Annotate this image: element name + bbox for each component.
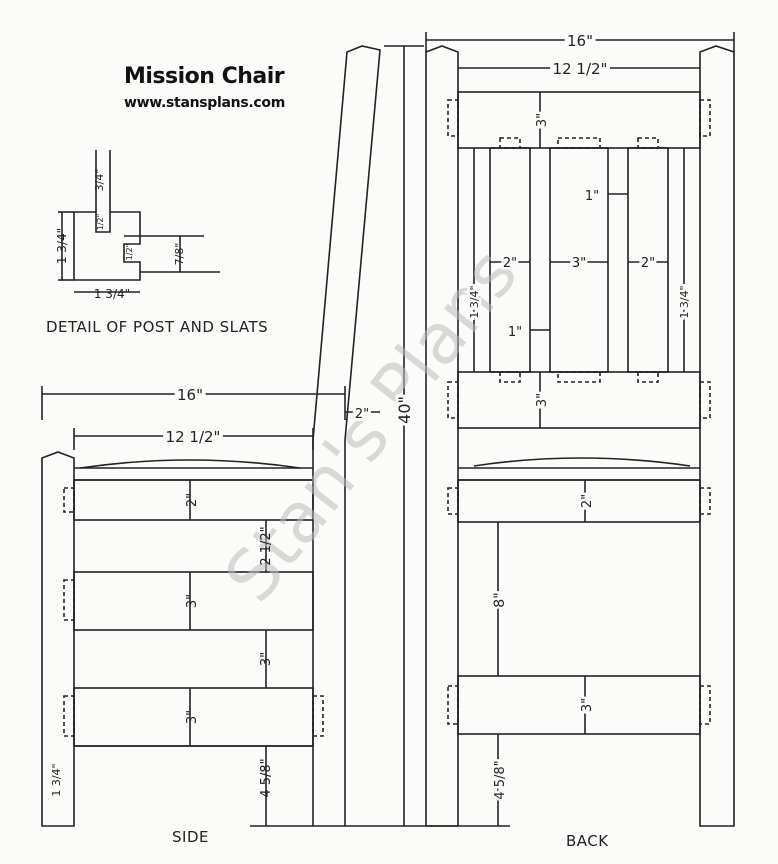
side-rail-low: 3" [185,710,200,724]
side-rail-mid: 3" [185,594,200,608]
back-top-rail: 3" [535,113,550,127]
back-slat-outer-left: 2" [503,256,517,271]
back-slat-spacing: 1" [585,189,599,204]
detail-caption: DETAIL OF POST AND SLATS [46,318,269,336]
side-gap-2: 3" [259,652,274,666]
detail-dim-label: 1 3/4" [55,228,69,264]
page-title: Mission Chair [124,64,285,89]
detail-dim-label: 7/8" [173,243,186,266]
side-back-offset: 2" [355,407,369,422]
detail-dim-label: 1 3/4" [94,287,130,301]
detail-dim-label: 1/2" [96,214,105,231]
back-seat-rail: 2" [580,494,595,508]
back-slat-center: 3" [572,256,586,271]
back-gap-low: 1" [508,325,522,340]
side-overall-width: 16" [177,386,203,404]
back-caption: BACK [566,832,609,850]
detail-dim-label: 3/4" [93,169,106,192]
back-lower-rail: 3" [580,698,595,712]
back-slat-outer-right: 2" [641,256,655,271]
back-leg-bottom: 4 5/8" [493,760,508,799]
side-seat-width: 12 1/2" [166,428,221,446]
back-overall-width: 16" [567,32,593,50]
side-leg-bottom: 4 5/8" [259,758,274,797]
back-lower-back-rail: 3" [535,393,550,407]
back-post-left: 1 3/4" [468,285,481,318]
back-inner-width: 12 1/2" [553,60,608,78]
detail-dim-label: 1/2" [125,244,134,261]
overall-height: 40" [395,396,414,424]
watermark: Stan's Plans [209,234,534,617]
side-post-width: 1 3/4" [50,763,63,796]
back-seat-gap: 8" [492,592,508,607]
back-post-right: 1 3/4" [678,285,691,318]
back-view-drawing [425,32,735,827]
side-rail-top: 2" [185,493,200,507]
post-detail-drawing [58,150,220,293]
side-gap-1: 2 1/2" [259,526,274,565]
site-url: www.stansplans.com [124,95,285,111]
side-view-drawing [41,45,510,827]
height-dimension [384,45,424,826]
side-caption: SIDE [172,828,209,846]
